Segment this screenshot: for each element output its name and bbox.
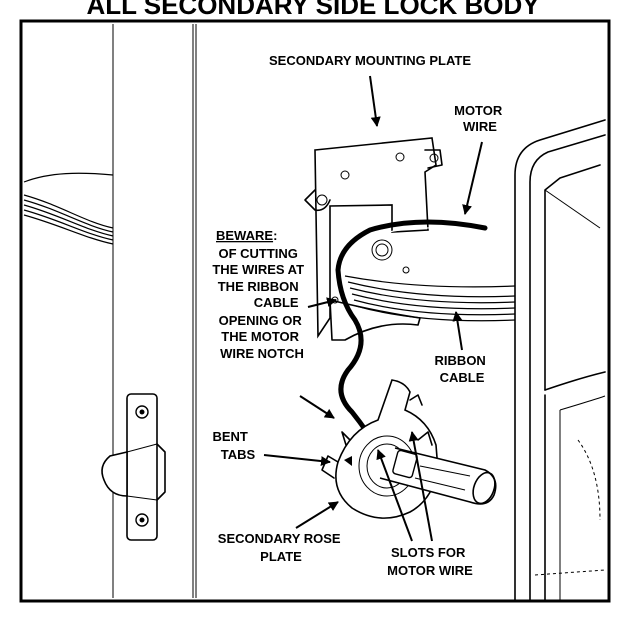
motor-wire bbox=[335, 219, 488, 453]
arrow-mounting-plate bbox=[369, 75, 381, 127]
label-ribbon-cable-line2: CABLE bbox=[440, 370, 485, 385]
label-slots: SLOTS FOR MOTOR WIRE bbox=[387, 545, 473, 578]
label-mounting-plate: SECONDARY MOUNTING PLATE bbox=[269, 53, 471, 68]
lock-body-housing bbox=[514, 119, 606, 601]
arrow-slot-2 bbox=[408, 431, 433, 542]
label-bent-tabs-line2: TABS bbox=[221, 447, 256, 462]
label-motor-wire-line2: WIRE bbox=[463, 119, 497, 134]
header-title: ALL SECONDARY SIDE LOCK BODY bbox=[86, 0, 539, 20]
label-beware-title: BEWARE bbox=[216, 228, 273, 243]
label-beware: BEWARE: bbox=[216, 228, 277, 243]
beware-line-4: CABLE bbox=[254, 295, 299, 310]
ribbon-cable bbox=[329, 275, 516, 341]
arrow-rose-plate bbox=[295, 501, 339, 529]
label-slots-line2: MOTOR WIRE bbox=[387, 563, 473, 578]
arrow-slot-1 bbox=[376, 449, 413, 542]
arrow-ribbon-opening bbox=[307, 297, 337, 308]
label-rose-plate-line1: SECONDARY ROSE bbox=[218, 531, 341, 546]
secondary-rose-plate bbox=[321, 379, 439, 519]
door-jamb bbox=[112, 24, 197, 598]
label-beware-colon: : bbox=[273, 228, 277, 243]
label-rose-plate-line2: PLATE bbox=[260, 549, 302, 564]
label-motor-wire: MOTOR WIRE bbox=[454, 103, 506, 134]
label-bent-tabs-line1: BENT bbox=[212, 429, 247, 444]
arrow-motor-wire bbox=[462, 141, 483, 215]
beware-line-3: THE RIBBON bbox=[218, 279, 299, 294]
label-bent-tabs: BENT TABS bbox=[212, 429, 255, 462]
secondary-mounting-plate bbox=[304, 137, 443, 339]
beware-line-1: OF CUTTING bbox=[218, 246, 297, 261]
beware-line-5: OPENING OR bbox=[219, 313, 303, 328]
label-rose-plate: SECONDARY ROSE PLATE bbox=[218, 531, 344, 564]
arrow-bent-tabs bbox=[263, 454, 331, 467]
label-beware-body: OF CUTTING THE WIRES AT THE RIBBON CABLE… bbox=[212, 246, 307, 361]
beware-line-2: THE WIRES AT bbox=[212, 262, 304, 277]
label-slots-line1: SLOTS FOR bbox=[391, 545, 466, 560]
label-ribbon-cable: RIBBON CABLE bbox=[435, 353, 490, 385]
arrow-ribbon-cable bbox=[452, 311, 463, 351]
beware-line-6: THE MOTOR bbox=[221, 329, 299, 344]
diagram-frame bbox=[19, 19, 611, 603]
label-ribbon-cable-line1: RIBBON bbox=[435, 353, 486, 368]
arrow-motor-notch bbox=[299, 395, 335, 419]
spindle-tube bbox=[379, 447, 497, 505]
latch-strike-plate bbox=[101, 393, 166, 541]
label-motor-wire-line1: MOTOR bbox=[454, 103, 503, 118]
beware-line-7: WIRE NOTCH bbox=[220, 346, 304, 361]
ribbon-cable-left bbox=[23, 172, 114, 245]
